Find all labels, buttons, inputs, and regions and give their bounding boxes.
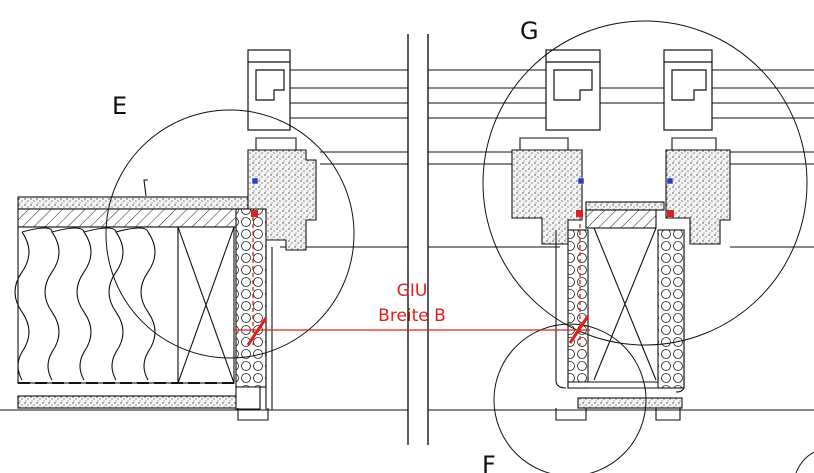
detail-label-f: F xyxy=(482,451,496,473)
right-frame xyxy=(593,137,731,393)
detail-circles xyxy=(105,20,814,473)
detail-circle-g xyxy=(482,20,808,346)
dimension-giu xyxy=(233,210,590,346)
giu-label: GIU xyxy=(397,281,428,301)
corner-arc xyxy=(795,451,814,473)
width-b-label: Breite B xyxy=(378,306,446,326)
break-gap xyxy=(410,30,426,450)
detail-label-e-top: E xyxy=(112,92,127,120)
detail-label-g: G xyxy=(520,17,539,45)
detail-circle-f xyxy=(493,323,647,473)
detail-circle-e xyxy=(105,109,355,359)
top-housings xyxy=(247,49,713,131)
left-frame xyxy=(235,137,317,421)
left-wall-assembly xyxy=(14,179,261,409)
rail-lines xyxy=(0,69,814,411)
center-frame xyxy=(511,137,683,421)
